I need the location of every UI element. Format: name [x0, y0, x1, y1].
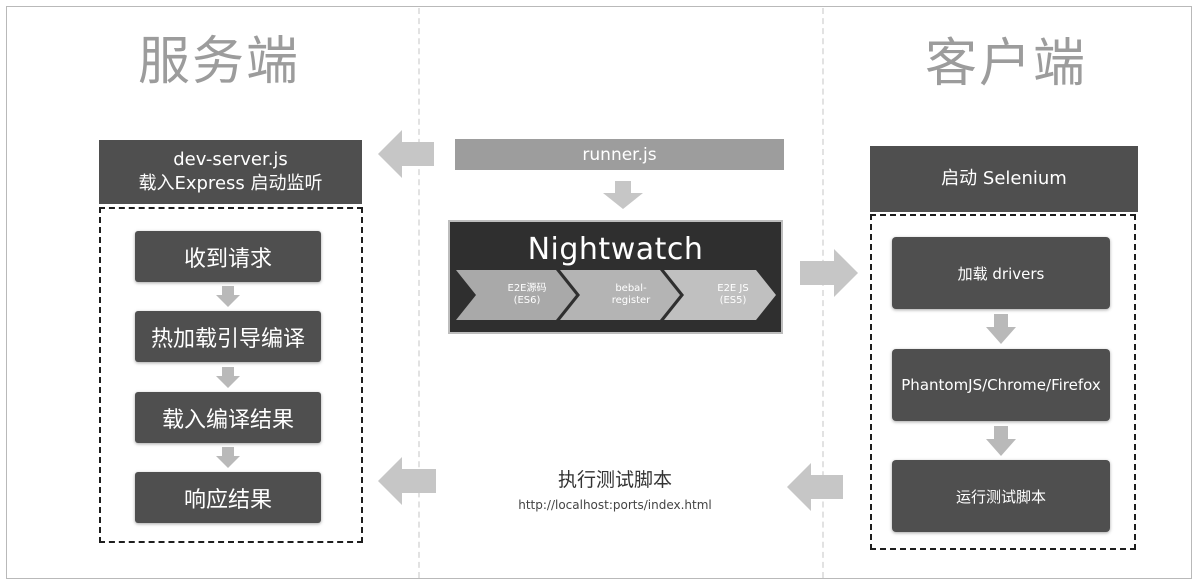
divider-left: [418, 8, 420, 578]
arrow-runner-to-nightwatch: [603, 181, 643, 209]
arrow-to-server-top: [378, 130, 434, 178]
stage-babel-line1: bebal-: [615, 282, 647, 294]
client-down-arrow-2: [986, 426, 1016, 456]
selenium-header: 启动 Selenium: [870, 146, 1138, 212]
server-step-load-result: 载入编译结果: [135, 392, 321, 443]
client-steps-container: [870, 214, 1136, 550]
client-heading: 客户端: [925, 34, 1088, 94]
pipeline-stage-output: [664, 270, 776, 320]
stage-source-line1: E2E源码: [507, 282, 547, 294]
client-down-arrow-1: [986, 314, 1016, 344]
server-down-arrow-1: [216, 286, 240, 307]
divider-right: [822, 8, 824, 578]
server-step-respond: 响应结果: [135, 472, 321, 523]
server-heading: 服务端: [138, 32, 301, 92]
server-step-hot-compile: 热加载引导编译: [135, 311, 321, 362]
stage-output-line1: E2E JS: [717, 282, 749, 294]
stage-output-line2: (ES5): [719, 295, 747, 306]
nightwatch-pipeline: [456, 270, 776, 320]
execute-test-title: 执行测试脚本: [557, 469, 672, 491]
arrow-from-client-bottom: [787, 463, 843, 511]
execute-test-url: http://localhost:ports/index.html: [518, 498, 712, 512]
nightwatch-box: Nightwatch E2E源码 (ES6) bebal- register E…: [448, 220, 783, 334]
runner-js-bar: runner.js: [455, 139, 784, 170]
dev-server-filename: dev-server.js: [173, 148, 288, 170]
dev-server-header: dev-server.js 载入Express 启动监听: [99, 140, 362, 204]
server-down-arrow-2: [216, 367, 240, 388]
stage-source-line2: (ES6): [513, 295, 541, 306]
stage-babel-line2: register: [611, 295, 651, 306]
pipeline-stage-source: [456, 270, 576, 320]
server-steps-container: [99, 207, 363, 543]
client-step-browsers: PhantomJS/Chrome/Firefox: [892, 349, 1110, 421]
client-step-run-tests: 运行测试脚本: [892, 460, 1110, 532]
selenium-header-label: 启动 Selenium: [941, 167, 1067, 189]
dev-server-description: 载入Express 启动监听: [138, 173, 323, 194]
stage-label-source: E2E源码 (ES6): [482, 278, 572, 312]
stage-label-babel: bebal- register: [586, 278, 676, 312]
server-step-receive-request: 收到请求: [135, 231, 321, 282]
arrow-to-client: [800, 249, 858, 297]
server-down-arrow-3: [216, 447, 240, 468]
pipeline-stage-babel: [560, 270, 680, 320]
arrow-to-server-bottom: [378, 457, 436, 505]
nightwatch-title: Nightwatch: [527, 232, 704, 267]
stage-label-output: E2E JS (ES5): [688, 278, 778, 312]
client-step-load-drivers: 加载 drivers: [892, 237, 1110, 309]
